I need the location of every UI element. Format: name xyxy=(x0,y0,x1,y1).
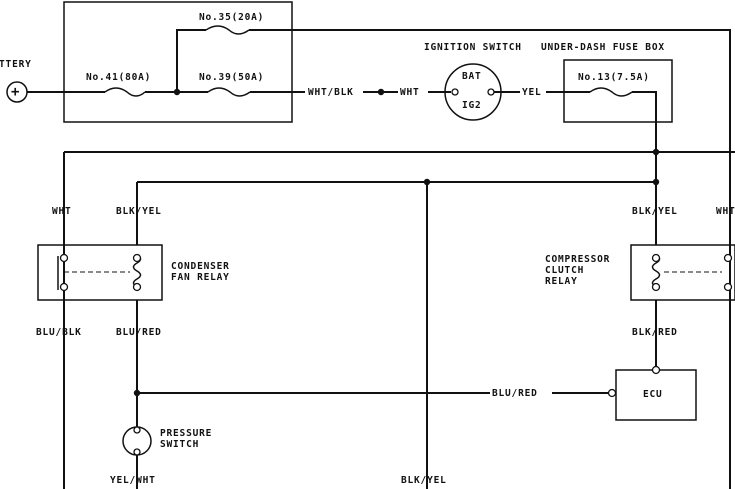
pressure-switch-label-line1: PRESSURE xyxy=(160,428,213,439)
wire-label-blk-yel-left: BLK/YEL xyxy=(116,206,162,217)
junction-dot xyxy=(652,178,660,186)
relay-terminal xyxy=(59,253,69,263)
wire-label-blk-yel-right: BLK/YEL xyxy=(632,206,678,217)
junction-dot xyxy=(133,389,141,397)
relay-terminal xyxy=(651,253,661,263)
battery-plus-symbol: + xyxy=(11,84,21,100)
fuse-39 xyxy=(207,87,251,97)
battery-label: BATTERY xyxy=(0,59,32,70)
fuse-13 xyxy=(589,87,633,97)
ecu-terminal xyxy=(651,365,661,375)
wire-label-blu-red-ecu: BLU/RED xyxy=(492,388,538,399)
ignition-terminal-ig2-label: IG2 xyxy=(462,100,482,111)
compressor-relay-label-line2: CLUTCH xyxy=(545,265,585,276)
under-dash-fuse-box-title: UNDER-DASH FUSE BOX xyxy=(541,42,665,53)
wire-label-wht-blk: WHT/BLK xyxy=(308,87,354,98)
condenser-relay-box xyxy=(37,244,163,301)
relay-terminal xyxy=(132,282,142,292)
compressor-relay-box xyxy=(630,244,735,301)
condenser-relay-label-line1: CONDENSER xyxy=(171,261,230,272)
fuse-35 xyxy=(205,25,250,35)
pressure-switch-terminal xyxy=(133,426,141,434)
ecu-terminal xyxy=(607,388,617,398)
wire-fuse35-right xyxy=(249,29,731,489)
wire-label-wht-right: WHT xyxy=(716,206,735,217)
wire-branch-fuse35 xyxy=(176,29,206,92)
condenser-relay-label-line2: FAN RELAY xyxy=(171,272,230,283)
ignition-terminal-ig2 xyxy=(487,88,495,96)
relay-terminal xyxy=(59,282,69,292)
ignition-terminal-bat-label: BAT xyxy=(462,71,482,82)
fuse-35-label: No.35(20A) xyxy=(199,12,265,23)
relay-terminal xyxy=(132,253,142,263)
junction-dot xyxy=(173,88,181,96)
wire-fuse13-down xyxy=(632,91,657,245)
fuse-41 xyxy=(104,87,146,97)
junction-dot xyxy=(423,178,431,186)
connector-dot xyxy=(377,88,385,96)
relay-terminal xyxy=(723,282,733,292)
wire-label-wht-left: WHT xyxy=(52,206,72,217)
pressure-switch-label-line2: SWITCH xyxy=(160,439,200,450)
junction-dot xyxy=(652,148,660,156)
ignition-switch-title: IGNITION SWITCH xyxy=(424,42,522,53)
wire-label-blu-red: BLU/RED xyxy=(116,327,162,338)
wire-label-yel: YEL xyxy=(522,87,542,98)
compressor-relay-label-line1: COMPRESSOR xyxy=(545,254,611,265)
relay-terminal xyxy=(651,282,661,292)
wire-label-blu-blk: BLU/BLK xyxy=(36,327,82,338)
wire-label-wht: WHT xyxy=(400,87,420,98)
ecu-label: ECU xyxy=(643,389,663,400)
fuse-13-label: No.13(7.5A) xyxy=(578,72,650,83)
under-dash-fuse-box xyxy=(563,59,673,123)
relay-terminal xyxy=(723,253,733,263)
wire-label-blk-yel-bottom: BLK/YEL xyxy=(401,475,447,486)
ignition-terminal-bat xyxy=(451,88,459,96)
pressure-switch-terminal xyxy=(133,448,141,456)
fuse-holder-box xyxy=(63,1,293,123)
compressor-relay-label-line3: RELAY xyxy=(545,276,578,287)
fuse-39-label: No.39(50A) xyxy=(199,72,265,83)
fuse-41-label: No.41(80A) xyxy=(86,72,152,83)
wire-label-yel-wht: YEL/WHT xyxy=(110,475,156,486)
wire-label-blk-red: BLK/RED xyxy=(632,327,678,338)
